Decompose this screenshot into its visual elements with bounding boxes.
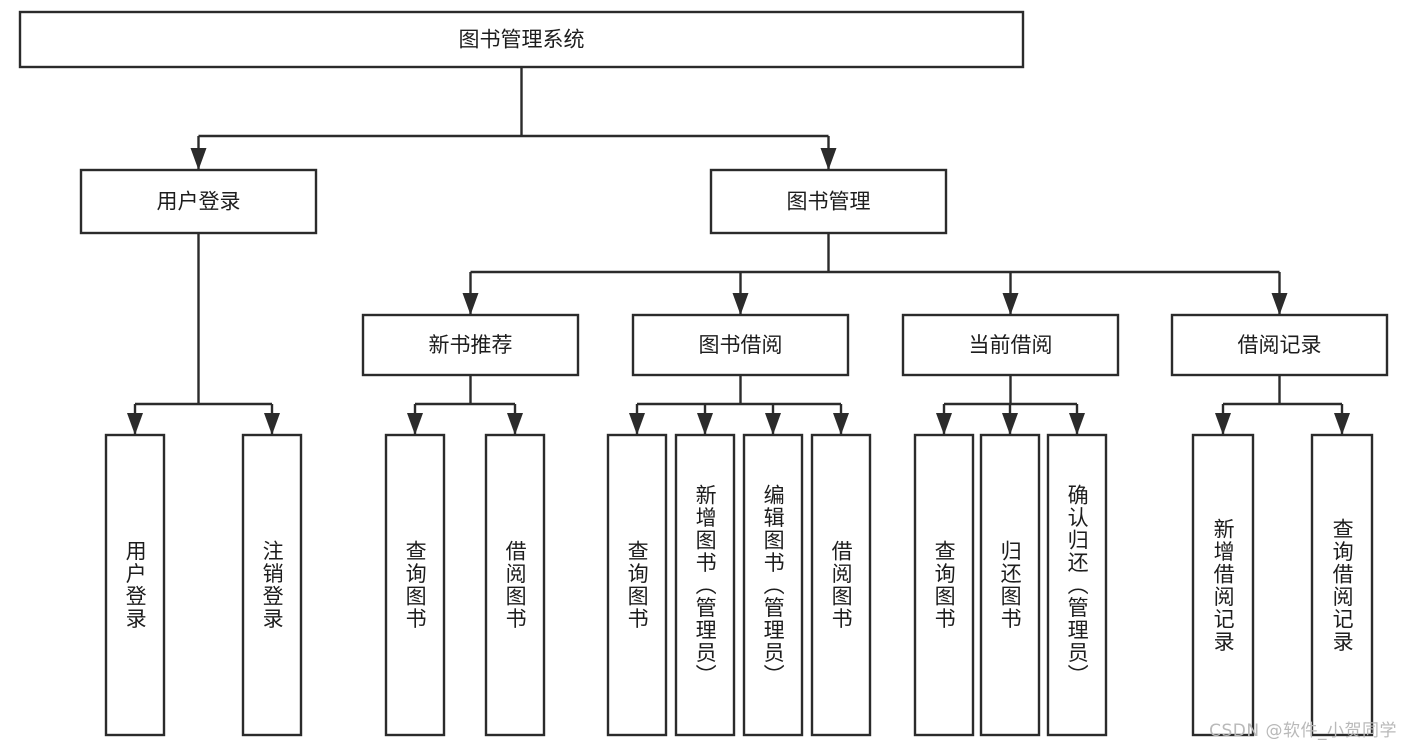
leaf-node-box[interactable]	[606, 433, 668, 737]
arrow-head-icon	[936, 413, 952, 435]
connectors-layer	[127, 67, 1350, 435]
arrow-head-icon	[629, 413, 645, 435]
leaf-node-box[interactable]	[1046, 433, 1108, 737]
watermark-text: CSDN @软件_小贺同学	[1209, 721, 1397, 741]
level2-node-box[interactable]	[79, 168, 318, 235]
arrow-head-icon	[820, 148, 837, 170]
leaf-node-box[interactable]	[1191, 433, 1255, 737]
arrow-head-icon	[1069, 413, 1085, 435]
arrow-head-icon	[127, 413, 143, 435]
arrow-head-icon	[264, 413, 280, 435]
arrow-head-icon	[1002, 413, 1018, 435]
leaf-node-box[interactable]	[1310, 433, 1374, 737]
leaf-node-box[interactable]	[913, 433, 975, 737]
leaf-node-box[interactable]	[979, 433, 1041, 737]
level3-node-label: 图书借阅	[699, 333, 783, 357]
arrow-head-icon	[1271, 293, 1288, 315]
arrow-head-icon	[1215, 413, 1231, 435]
leaf-node-box[interactable]	[810, 433, 872, 737]
leaf-node-box[interactable]	[484, 433, 546, 737]
level3-node-label: 当前借阅	[969, 333, 1053, 357]
leaf-node-box[interactable]	[104, 433, 166, 737]
leaf-node-box[interactable]	[742, 433, 804, 737]
level3-node-box[interactable]	[1170, 313, 1389, 377]
arrow-head-icon	[1002, 293, 1019, 315]
arrow-head-icon	[407, 413, 423, 435]
arrow-head-icon	[833, 413, 849, 435]
arrow-head-icon	[190, 148, 207, 170]
arrow-head-icon	[462, 293, 479, 315]
arrow-head-icon	[507, 413, 523, 435]
level3-node-label: 借阅记录	[1238, 333, 1322, 357]
arrow-head-icon	[697, 413, 713, 435]
level2-node-box[interactable]	[709, 168, 948, 235]
root-node-label: 图书管理系统	[459, 28, 585, 52]
arrow-head-icon	[765, 413, 781, 435]
level2-node-label: 图书管理	[787, 190, 871, 214]
leaf-node-box[interactable]	[384, 433, 446, 737]
level3-node-label: 新书推荐	[429, 333, 513, 357]
arrow-head-icon	[732, 293, 749, 315]
boxes-layer	[18, 10, 1389, 737]
level3-node-box[interactable]	[901, 313, 1120, 377]
level3-node-box[interactable]	[361, 313, 580, 377]
leaf-node-box[interactable]	[674, 433, 736, 737]
level2-node-label: 用户登录	[157, 190, 241, 214]
leaf-node-box[interactable]	[241, 433, 303, 737]
root-node-box[interactable]	[18, 10, 1025, 69]
level3-node-box[interactable]	[631, 313, 850, 377]
arrow-head-icon	[1334, 413, 1350, 435]
